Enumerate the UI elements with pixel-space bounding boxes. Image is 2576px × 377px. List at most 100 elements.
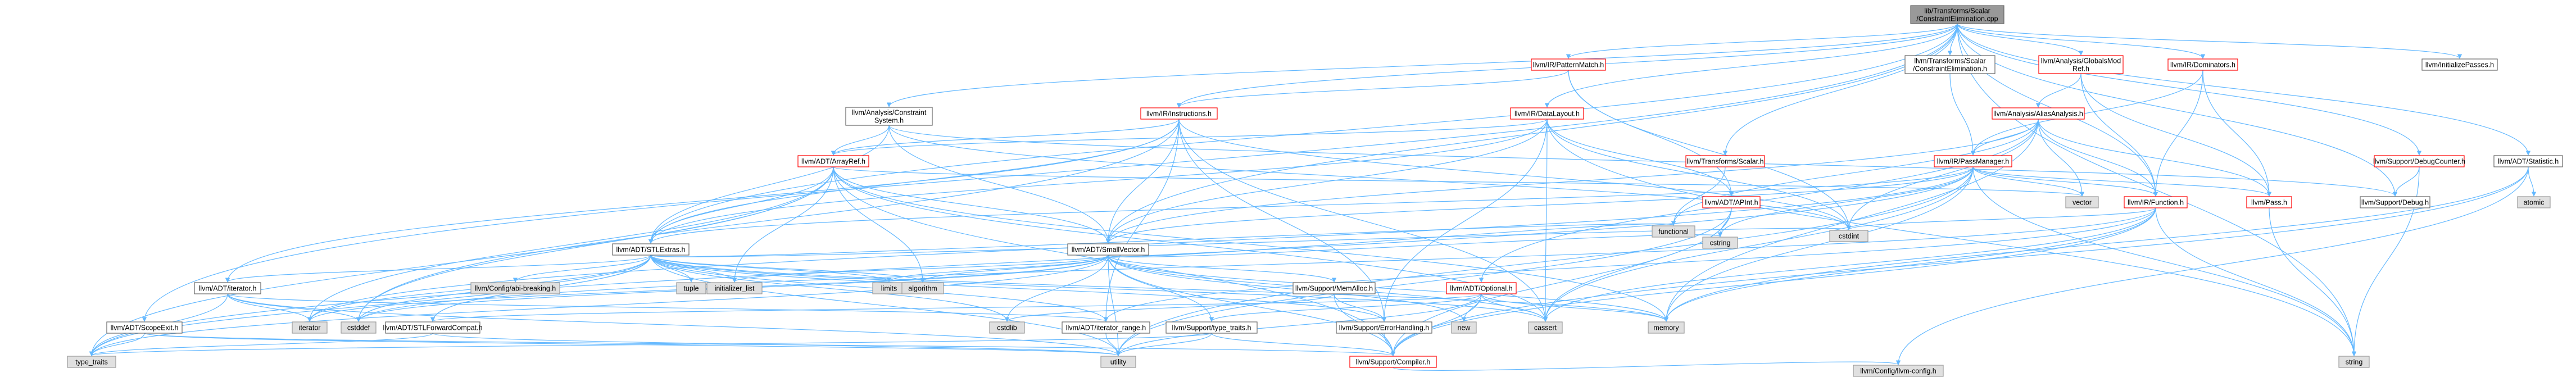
dependency-edge [1543, 119, 1548, 322]
edge-adt_arrayref-to-algorithm [833, 166, 926, 283]
node-ir-datalayout[interactable]: llvm/IR/DataLayout.h [1510, 107, 1584, 120]
node-label: /ConstraintElimination.cpp [1916, 15, 1998, 23]
edge-adt_arrayref-to-vector [833, 166, 2084, 197]
node-label: llvm/ADT/Statistic.h [2498, 158, 2559, 166]
edge-root-to-ir_dominators [1957, 23, 2206, 59]
dependency-edge [89, 166, 1974, 356]
dependency-edge [1481, 293, 1548, 322]
node-ir-dominators[interactable]: llvm/IR/Dominators.h [2167, 58, 2238, 71]
edge-root-to-adt_statistic [1957, 23, 2531, 156]
dependency-edge [650, 255, 1548, 322]
dependency-edge [227, 293, 312, 322]
node-adt-apint[interactable]: llvm/ADT/APInt.h [1702, 196, 1761, 208]
node-adt-iterator-range[interactable]: llvm/ADT/iterator_range.h [1062, 321, 1150, 334]
node-analysis-alias[interactable]: llvm/Analysis/AliasAnalysis.h [1992, 107, 2085, 120]
dependency-edge [650, 255, 926, 283]
node-ir-function[interactable]: llvm/IR/Function.h [2124, 196, 2188, 208]
node-label: atomic [2524, 199, 2545, 207]
dependency-edge [1717, 166, 1974, 237]
node-adt-scopeexit[interactable]: llvm/ADT/ScopeExit.h [106, 321, 183, 334]
dependency-edge [1957, 23, 2206, 59]
edge-support_compiler-to-config_llvm_config [1393, 360, 1901, 371]
edge-analysis_constraint_system-to-adt_arrayref [831, 125, 890, 156]
node-support-memalloc[interactable]: llvm/Support/MemAlloc.h [1292, 282, 1376, 294]
dependency-edge [142, 23, 1958, 322]
dependency-edge [1105, 119, 1180, 244]
node-label: llvm/Analysis/GlobalsMod [2041, 57, 2121, 65]
node-transforms-scalar[interactable]: llvm/Transforms/Scalar.h [1685, 155, 1765, 167]
node-label: llvm/ADT/STLForwardCompat.h [383, 324, 482, 332]
dependency-edge [2351, 166, 2420, 356]
node-support-compiler[interactable]: llvm/Support/Compiler.h [1349, 356, 1437, 368]
dependency-edge [227, 293, 361, 322]
dependency-edge [732, 255, 1109, 283]
node-utility: utility [1100, 356, 1136, 368]
edge-analysis_globals_modref-to-pass_h [2080, 73, 2272, 197]
node-label: llvm/ADT/ScopeExit.h [111, 324, 179, 332]
node-box [1292, 282, 1376, 294]
edge-adt_smallvector-to-cstdlib [1004, 255, 1109, 322]
node-label: memory [1653, 324, 1679, 332]
dependency-edge [648, 166, 834, 244]
node-initialize-passes[interactable]: llvm/InitializePasses.h [2421, 58, 2498, 71]
node-adt-stlforwardcompat[interactable]: llvm/ADT/STLForwardCompat.h [383, 321, 483, 334]
node-box [1336, 321, 1432, 334]
node-initializer-list: initializer_list [706, 282, 763, 294]
node-adt-smallvector[interactable]: llvm/ADT/SmallVector.h [1067, 243, 1149, 256]
edge-ir_instructions-to-cstddef [356, 119, 1180, 322]
edge-ir_function-to-cassert [1543, 207, 2156, 322]
node-support-debug[interactable]: llvm/Support/Debug.h [2360, 196, 2430, 208]
dependency-edge [89, 166, 834, 356]
node-adt-optional[interactable]: llvm/ADT/Optional.h [1446, 282, 1517, 294]
node-transforms-constraint-elim[interactable]: llvm/Transforms/Scalar/ConstraintElimina… [1904, 55, 1996, 74]
dependency-edge [1461, 293, 1482, 322]
node-ir-instructions[interactable]: llvm/IR/Instructions.h [1140, 107, 1218, 120]
dependency-edge [1178, 119, 1548, 322]
node-adt-stlextras[interactable]: llvm/ADT/STLExtras.h [612, 243, 690, 256]
edge-adt_stlextras-to-functional [650, 221, 1676, 257]
edge-adt_optional-to-utility [1115, 293, 1482, 356]
node-box [2517, 196, 2551, 208]
edge-adt_smallvector-to-functional [1108, 221, 1676, 257]
node-box [1062, 321, 1150, 334]
edge-ir_dominators-to-pass_h [2202, 70, 2272, 197]
node-box [2065, 196, 2099, 208]
dependency-edge [356, 166, 834, 322]
node-ir-passmanager[interactable]: llvm/IR/PassManager.h [1934, 155, 2012, 167]
dependency-edge [2269, 207, 2357, 356]
node-box [341, 321, 377, 334]
dependency-edge [1105, 333, 1121, 356]
edge-adt_iterator-to-iterator [227, 293, 312, 322]
node-box [1829, 230, 1868, 242]
node-adt-iterator[interactable]: llvm/ADT/iterator.h [194, 282, 261, 294]
node-adt-arrayref[interactable]: llvm/ADT/ArrayRef.h [797, 155, 869, 167]
node-box [1910, 5, 2004, 24]
node-label: llvm/Config/llvm-config.h [1860, 367, 1936, 375]
dependency-edge [833, 166, 2084, 197]
edge-adt_iterator-to-adt_iterator_range [227, 293, 1108, 322]
node-pass-h[interactable]: llvm/Pass.h [2246, 196, 2292, 208]
node-box [2421, 58, 2498, 71]
edge-adt_optional-to-memory [1481, 293, 1669, 322]
node-ir-patternmatch[interactable]: llvm/IR/PatternMatch.h [1531, 58, 1606, 71]
node-root[interactable]: lib/Transforms/Scalar/ConstraintEliminat… [1910, 5, 2004, 24]
edge-adt_smallvector-to-memory [1108, 255, 1669, 322]
node-support-debugcounter[interactable]: llvm/Support/DebugCounter.h [2373, 155, 2465, 167]
dependency-edge [89, 255, 1109, 356]
node-box [1165, 321, 1258, 334]
edge-root-to-ir_patternmatch [1566, 23, 1958, 59]
node-support-type-traits[interactable]: llvm/Support/type_traits.h [1165, 321, 1258, 334]
node-box [612, 243, 690, 256]
node-box [2038, 55, 2124, 74]
dependency-edge [650, 221, 1676, 257]
dependency-edge [430, 293, 1482, 322]
edge-support_type_traits-to-support_compiler [1211, 333, 1396, 356]
node-adt-statistic[interactable]: llvm/ADT/Statistic.h [2493, 155, 2563, 167]
node-box [1510, 107, 1584, 120]
edge-root-to-initialize_passes [1957, 23, 2462, 59]
node-support-errorhandling[interactable]: llvm/Support/ErrorHandling.h [1336, 321, 1432, 334]
edge-adt_stlforwardcompat-to-type_traits [89, 333, 433, 356]
edge-ir_datalayout-to-adt_arrayref [831, 119, 1548, 156]
